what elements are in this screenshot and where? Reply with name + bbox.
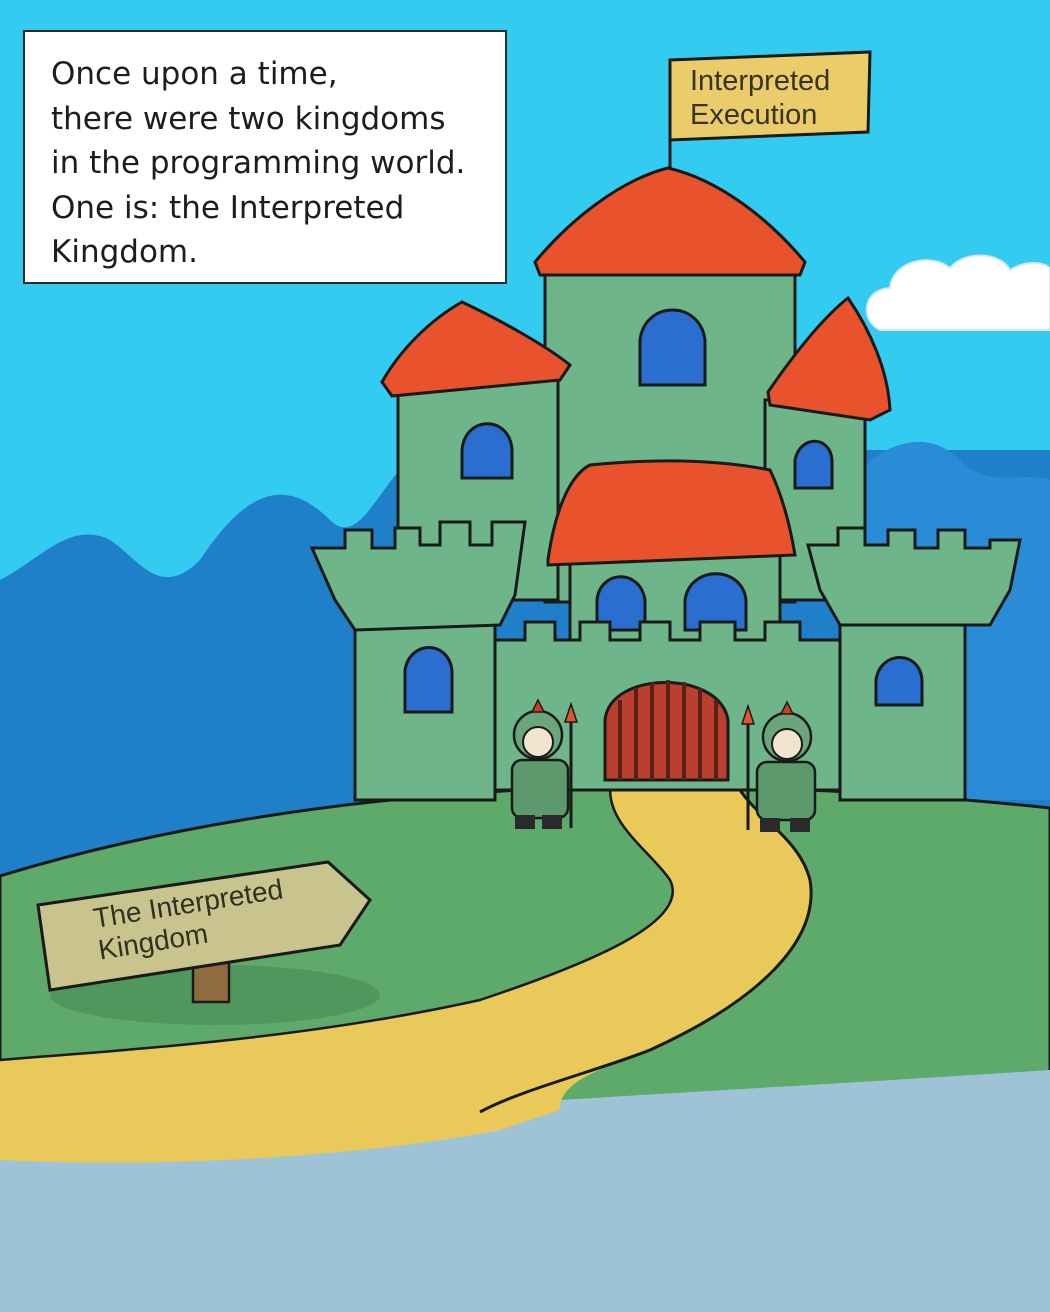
caption-line: One is: the Interpreted (51, 189, 405, 226)
flag-text-line: Interpreted (690, 65, 830, 97)
road-edge (479, 789, 813, 1114)
guard-left (510, 698, 579, 829)
cloud (865, 254, 1050, 331)
window (874, 656, 924, 707)
left-mid-roof (380, 300, 573, 398)
flag (668, 50, 872, 142)
caption-line: in the programming world. (51, 145, 466, 181)
road (0, 778, 812, 1163)
window (595, 575, 647, 632)
guard-right (740, 700, 817, 832)
window (460, 422, 514, 480)
gate-stripes (618, 680, 718, 780)
flag-text-line: Execution (690, 99, 817, 131)
window (638, 308, 707, 387)
window (683, 572, 748, 632)
right-front-tower (838, 618, 967, 802)
left-front-battlement (309, 520, 527, 632)
signpost-board (36, 860, 372, 992)
right-mid-roof (766, 295, 892, 422)
window (403, 646, 454, 714)
road-edge-left (0, 777, 674, 1062)
caption-line: there were two kingdoms (51, 100, 446, 137)
central-roof (533, 166, 807, 277)
right-front-battlement (806, 526, 1022, 627)
story-caption: Once upon a time, there were two kingdom… (23, 30, 507, 284)
window (793, 439, 834, 490)
caption-line: Kingdom. (51, 234, 198, 270)
gate-roof (546, 459, 797, 567)
caption-line: Once upon a time, (51, 56, 338, 92)
